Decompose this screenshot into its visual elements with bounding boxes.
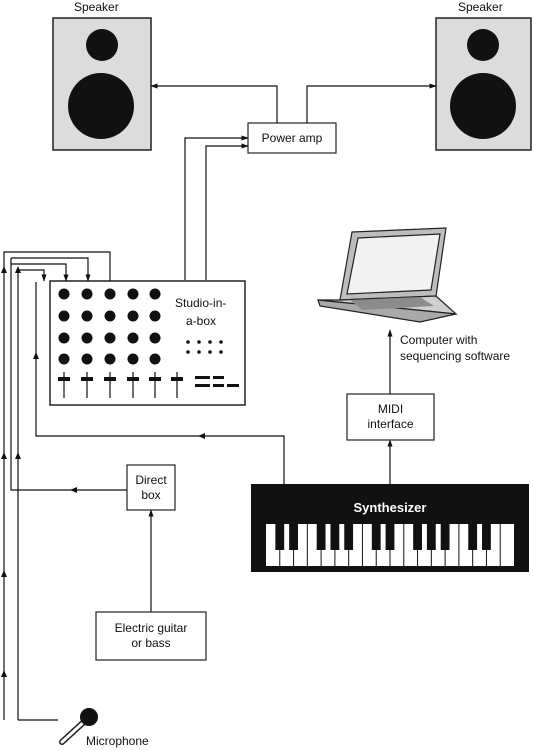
guitar-label: Electric guitar or bass xyxy=(96,612,206,660)
synthesizer-label: Synthesizer xyxy=(353,500,427,515)
direct-line1: Direct xyxy=(135,472,167,487)
mixer-icon xyxy=(49,280,246,406)
speaker-wires xyxy=(150,83,437,123)
speaker-right-icon xyxy=(435,17,532,151)
guitar-line2: or bass xyxy=(131,636,171,650)
black-key xyxy=(482,524,491,550)
midi-line2: interface xyxy=(367,417,414,431)
left-wire-arrows xyxy=(1,266,205,677)
power-amp-label: Power amp xyxy=(248,123,336,153)
microphone-label: Microphone xyxy=(86,734,149,748)
laptop-icon xyxy=(317,227,458,323)
black-key xyxy=(468,524,478,550)
direct-box-label: Direct box xyxy=(127,465,175,510)
black-key xyxy=(426,524,436,550)
black-key xyxy=(275,524,285,550)
guitar-line1: Electric guitar xyxy=(114,621,188,635)
black-key xyxy=(385,524,395,550)
power-amp-box xyxy=(247,122,337,154)
speaker-right-label: Speaker xyxy=(458,0,503,14)
black-key xyxy=(289,524,298,550)
black-key xyxy=(371,524,381,550)
power-amp-text: Power amp xyxy=(261,130,323,145)
midi-line1: MIDI xyxy=(377,402,404,416)
speaker-left-icon xyxy=(52,17,152,151)
studio-label-line1: Studio-in- xyxy=(175,296,227,310)
keyboard-icon xyxy=(251,484,529,572)
black-key xyxy=(440,524,450,550)
studio-to-amp-wires xyxy=(184,135,249,280)
black-key xyxy=(316,524,326,550)
computer-label-line1: Computer with xyxy=(400,333,478,347)
microphone-icon xyxy=(59,708,98,745)
midi-interface-label: MIDI interface xyxy=(347,394,434,440)
black-key xyxy=(344,524,354,550)
midi-interface-box xyxy=(346,393,435,441)
speaker-left-label: Speaker xyxy=(74,0,119,14)
direct-line2: box xyxy=(141,487,161,502)
guitar-box xyxy=(95,611,207,661)
computer-label-line2: sequencing software xyxy=(400,349,511,363)
black-key xyxy=(413,524,422,550)
studio-label-line2: a-box xyxy=(186,314,217,328)
black-key xyxy=(330,524,340,550)
